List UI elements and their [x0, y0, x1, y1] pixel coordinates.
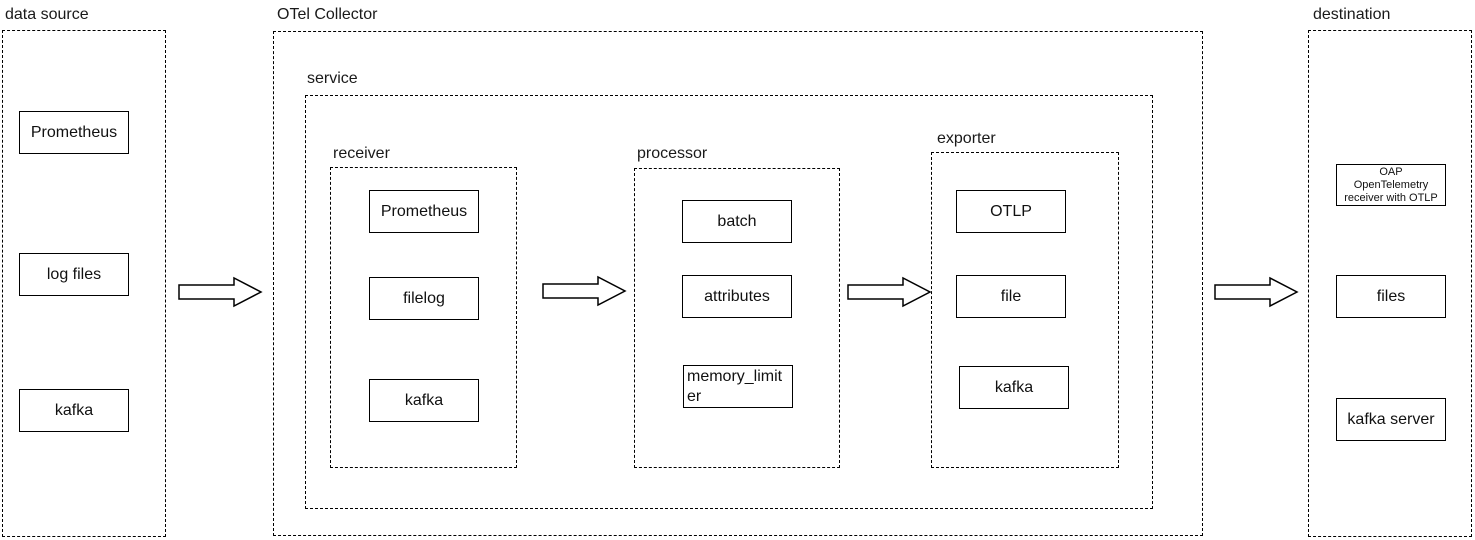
exporter-label: exporter	[937, 130, 996, 147]
data-source-label: data source	[5, 6, 89, 23]
node-receiver-filelog: filelog	[369, 277, 479, 320]
data-source-container	[2, 30, 166, 537]
destination-label: destination	[1313, 6, 1391, 23]
node-destination-kafka-server: kafka server	[1336, 398, 1446, 441]
flow-arrow-icon	[847, 276, 932, 308]
node-exporter-kafka: kafka	[959, 366, 1069, 409]
exporter-container	[931, 152, 1119, 468]
node-datasource-prometheus: Prometheus	[19, 111, 129, 154]
node-processor-attributes: attributes	[682, 275, 792, 318]
node-destination-oap: OAP OpenTelemetry receiver with OTLP	[1336, 164, 1446, 206]
node-datasource-log-files: log files	[19, 253, 129, 296]
destination-container	[1308, 30, 1472, 537]
receiver-label: receiver	[333, 145, 390, 162]
receiver-container	[330, 167, 517, 468]
flow-arrow-icon	[1214, 276, 1299, 308]
oap-line-1: OAP	[1379, 165, 1403, 178]
node-processor-batch: batch	[682, 200, 792, 243]
node-receiver-prometheus: Prometheus	[369, 190, 479, 233]
otel-collector-container	[273, 31, 1203, 536]
node-receiver-kafka: kafka	[369, 379, 479, 422]
flow-arrow-icon	[178, 276, 263, 308]
oap-line-2: OpenTelemetry	[1353, 178, 1429, 191]
node-exporter-otlp: OTLP	[956, 190, 1066, 233]
node-datasource-kafka: kafka	[19, 389, 129, 432]
node-destination-files: files	[1336, 275, 1446, 318]
node-exporter-file: file	[956, 275, 1066, 318]
flow-arrow-icon	[542, 275, 627, 307]
service-container	[305, 95, 1153, 509]
node-processor-memory-limiter: memory_limiter	[683, 365, 793, 408]
service-label: service	[307, 70, 358, 87]
otel-collector-label: OTel Collector	[277, 6, 378, 23]
processor-container	[634, 168, 840, 468]
oap-line-3: receiver with OTLP	[1344, 191, 1438, 204]
processor-label: processor	[637, 145, 708, 162]
